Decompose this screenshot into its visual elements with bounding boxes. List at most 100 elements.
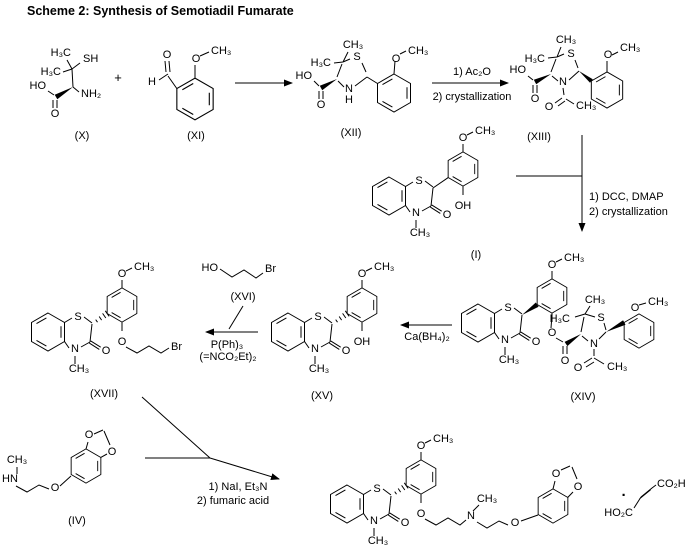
salt-dot: · — [622, 487, 627, 504]
atom-label: O — [531, 93, 540, 105]
atom-label: CH₃ — [408, 45, 428, 57]
atom-label: O — [358, 268, 367, 280]
atom-label: S — [504, 302, 511, 314]
atom-label: O — [417, 440, 426, 452]
fumaric-acid: HO₂C CO₂H — [604, 478, 685, 519]
reaction-mitsunobu: P(Ph)₃ (=NCO₂Et)₂ — [199, 305, 258, 363]
atom-label: CH₃ — [69, 363, 89, 375]
hashed-wedge — [95, 310, 110, 323]
atom-label: S — [415, 175, 422, 187]
atom-label: O — [548, 259, 557, 271]
compound-label-xvi: (XVI) — [230, 291, 255, 303]
stereo-wedge — [564, 334, 581, 347]
atom-label: O — [392, 53, 401, 65]
reaction-esterification: 1) DCC, DMAP 2) crystallization — [516, 135, 668, 232]
atom-label: H₃C — [550, 313, 570, 325]
compound-label-xiv: (XIV) — [570, 391, 595, 403]
bonds — [219, 268, 264, 279]
atom-label: Br — [265, 263, 276, 275]
atom-label: O — [317, 99, 326, 111]
atom-label: HO₂C — [604, 507, 633, 519]
compound-xvii: S N CH₃ O O CH₃ O Br (XVII) — [32, 261, 182, 400]
reagent-text: Ca(BH₄)₂ — [404, 331, 449, 343]
atom-label: O — [118, 268, 127, 280]
atom-label: CH₃ — [564, 252, 584, 264]
hashed-wedge — [394, 482, 409, 495]
reagent-text: 2) fumaric acid — [197, 495, 269, 507]
atom-label: O — [51, 108, 60, 120]
atom-label: CH₃ — [368, 535, 388, 547]
compound-label-iv: (IV) — [68, 515, 86, 527]
atom-label: Br — [171, 341, 182, 353]
atom-label: N — [559, 76, 567, 88]
bonds — [527, 46, 619, 107]
compound-product: S N CH₃ O O CH₃ O N CH₃ O O O · HO₂C CO₂… — [331, 433, 685, 547]
atom-label: H₃C — [525, 53, 545, 65]
compound-label-xi: (XI) — [187, 130, 205, 142]
atom-label: S — [74, 311, 81, 323]
reagent-text: 2) crystallization — [589, 206, 668, 218]
bonds — [432, 177, 449, 189]
atom-label: S — [353, 51, 360, 63]
atom-label: O — [163, 49, 172, 61]
plus-operator: + — [114, 70, 122, 85]
atom-label: CH₃ — [576, 100, 596, 112]
atom-label: N — [370, 515, 378, 527]
bonds — [47, 59, 81, 108]
atom-label: O — [443, 209, 452, 221]
atom-label: O — [459, 132, 468, 144]
benzothiazinone-skeleton — [331, 440, 436, 536]
bonds — [15, 429, 111, 493]
atom-label: CH₃ — [374, 261, 394, 273]
atom-label: O — [552, 468, 561, 480]
atom-label: H₃C — [311, 57, 331, 69]
atom-label: O — [108, 446, 117, 458]
atom-label: N — [412, 207, 420, 219]
atom-label: CH₃ — [556, 34, 576, 46]
atom-label: N — [501, 334, 509, 346]
atom-label: CH₃ — [477, 493, 497, 505]
reaction-reduction: Ca(BH₄)₂ — [400, 321, 452, 343]
atom-label: O — [401, 517, 410, 529]
compound-xiv: S N CH₃ O O CH₃ O O H₃C CH₃ S N O CH₃ O … — [462, 252, 668, 403]
compound-xvi: HO Br (XVI) — [202, 262, 277, 303]
atom-label: CH₃ — [134, 261, 154, 273]
feeder-lines — [141, 396, 211, 459]
benzene-ring — [377, 73, 411, 113]
reagent-text: (=NCO₂Et)₂ — [199, 351, 256, 363]
atom-label: O — [102, 345, 111, 357]
reaction-arrow — [209, 457, 280, 481]
atom-label: CO₂H — [657, 478, 685, 490]
atom-label: O — [604, 49, 613, 61]
bonds — [633, 484, 657, 509]
atom-label: O — [342, 345, 351, 357]
atom-label: CH₃ — [648, 296, 668, 308]
hashed-wedge — [335, 310, 350, 323]
bonds — [125, 345, 170, 354]
atom-label: O — [561, 355, 570, 367]
compound-iv: CH₃ HN O O O (IV) — [2, 429, 117, 527]
atom-label: HO — [510, 64, 527, 76]
atom-label: CH₃ — [607, 361, 627, 373]
compound-label-xii: (XII) — [341, 127, 362, 139]
atom-label: HO — [296, 70, 313, 82]
bonds — [313, 50, 407, 99]
stereo-wedge — [579, 71, 593, 83]
atom-label: H — [148, 76, 156, 88]
atom-label: OH — [354, 336, 371, 348]
benzothiazinone-skeleton — [373, 132, 478, 228]
atom-label: HO — [30, 80, 47, 92]
atom-label: N — [345, 83, 353, 95]
reagent-text: P(Ph)₃ — [211, 339, 244, 351]
benzodioxole-ring — [537, 488, 569, 524]
reaction-alkylation-salt: 1) NaI, Et₃N 2) fumaric acid — [141, 396, 280, 507]
reaction-acetylation: 1) Ac₂O 2) crystallization — [432, 66, 511, 103]
atom-label: H — [345, 94, 353, 106]
atom-label: CH₃ — [499, 354, 519, 366]
compound-xv: S N CH₃ O OH O CH₃ (XV) — [272, 261, 394, 402]
atom-label: O — [574, 362, 583, 374]
atom-label: S — [597, 312, 604, 324]
compound-label-xv: (XV) — [311, 390, 333, 402]
feeder-line — [228, 305, 244, 330]
benzene-ring — [70, 448, 102, 484]
